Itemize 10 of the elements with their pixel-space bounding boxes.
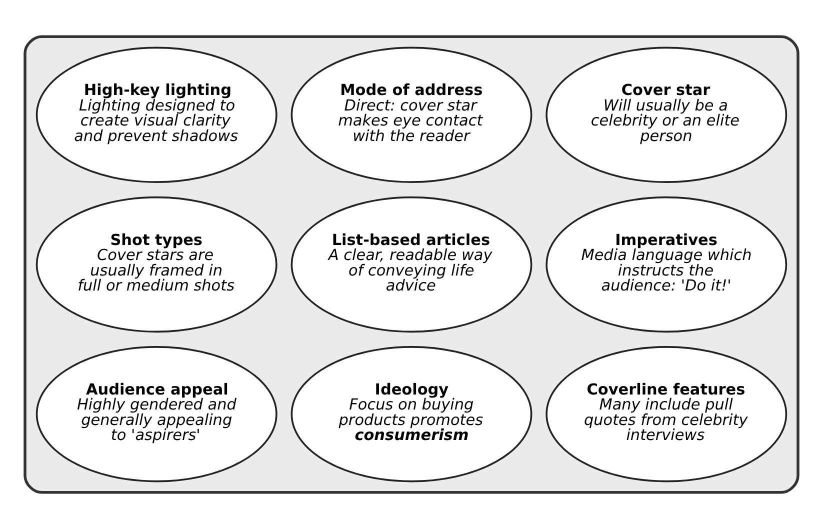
node-ellipse: Audience appeal Highly gendered and generally appealing to 'aspirers' [36,346,278,482]
node-ellipse: High-key lighting Lighting designed to create visual clarity and prevent shadows [36,46,278,182]
node-ellipse: Shot types Cover stars are usually framed in full or medium shots [36,196,278,332]
node-ellipse: Cover star Will usually be a celebrity or an elite person [546,46,788,182]
node-ellipse: Ideology Focus on buying products promotes consumerism [290,346,532,482]
node-ellipse: Imperatives Media language which instructs the audience: 'Do it!' [546,196,788,332]
node-ellipse: List-based articles A clear, readable way of conveying life advice [290,196,532,332]
cluster [24,34,800,494]
node-ellipse: Coverline features Many include pull quotes from celebrity interviews [546,346,788,482]
node-ellipse: Mode of address Direct: cover star makes eye contact with the reader [290,46,532,182]
